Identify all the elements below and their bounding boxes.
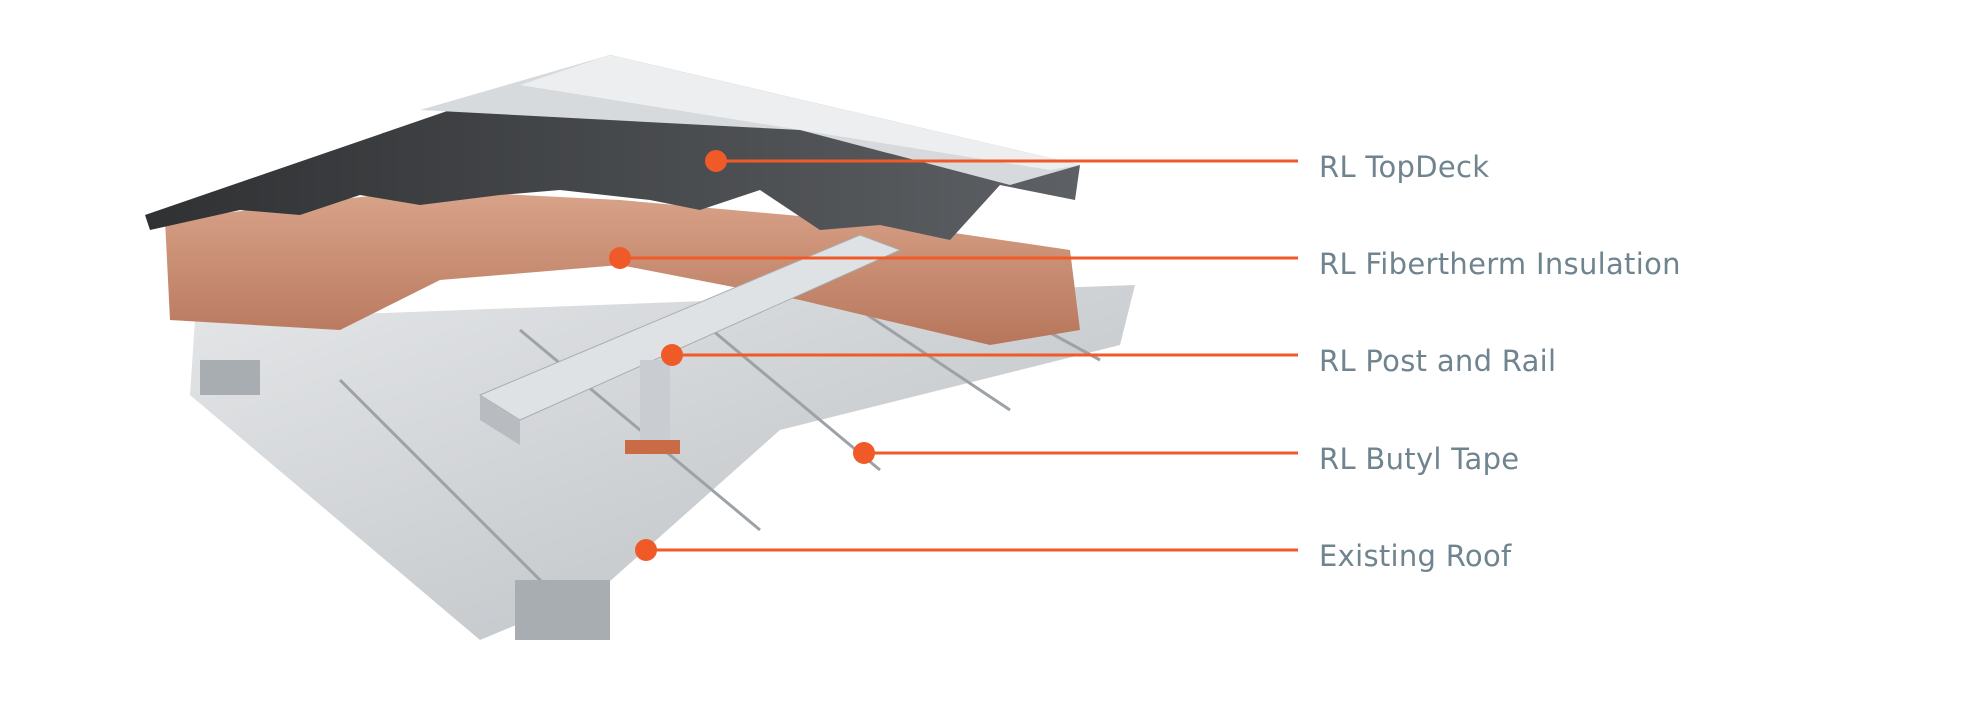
leader-fibertherm [609,247,1298,269]
leader-butyl-tape [853,442,1298,464]
existing-roof-deck [190,285,1135,640]
leader-topdeck [705,150,1298,172]
topdeck-sheet [145,55,1080,240]
label-post-and-rail: RL Post and Rail [1319,344,1557,378]
label-existing-roof: Existing Roof [1319,539,1512,573]
leader-post-and-rail [661,344,1298,366]
label-butyl-tape: RL Butyl Tape [1319,442,1520,476]
label-fibertherm-insulation: RL Fibertherm Insulation [1319,247,1681,281]
post-and-rail [478,234,902,454]
leader-existing-roof [635,539,1298,561]
fibertherm-insulation [165,190,1080,345]
label-topdeck: RL TopDeck [1319,150,1490,184]
